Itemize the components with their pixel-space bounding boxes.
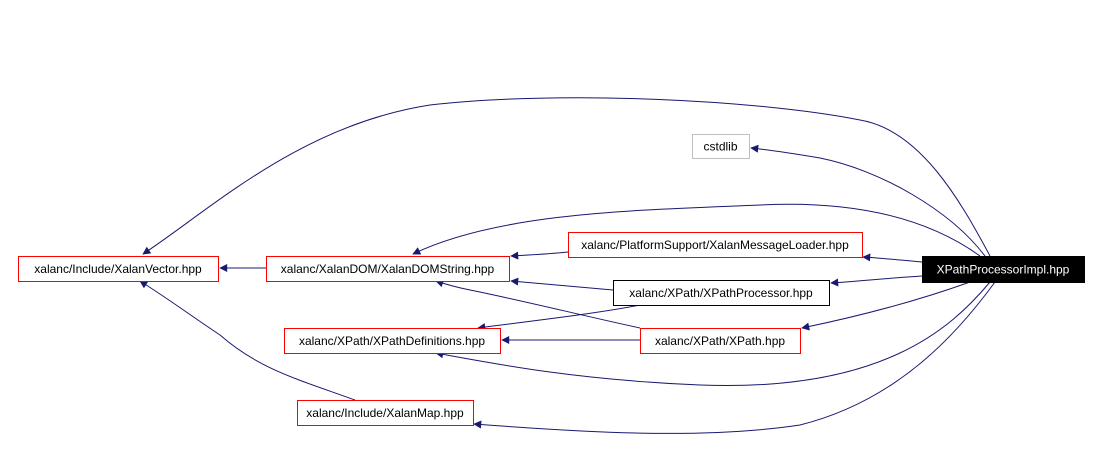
node-xalanmap[interactable]: xalanc/Include/XalanMap.hpp — [297, 400, 474, 426]
node-box — [284, 328, 501, 354]
node-label: xalanc/XPath/XPathDefinitions.hpp — [299, 334, 485, 348]
edge-msgloader-to-domstring — [510, 251, 569, 260]
node-label: cstdlib — [703, 140, 737, 154]
node-xpath[interactable]: xalanc/XPath/XPath.hpp — [640, 328, 801, 354]
node-box — [18, 256, 219, 282]
node-box — [266, 256, 510, 282]
node-xpathdefs[interactable]: xalanc/XPath/XPathDefinitions.hpp — [284, 328, 501, 354]
nodes-layer: XPathProcessorImpl.hpp cstdlib xalanc/Incl… — [18, 134, 1085, 426]
edge-xpathproc-to-domstring — [510, 277, 614, 291]
node-box — [568, 232, 863, 258]
edge-impl-to-xpathproc — [830, 275, 923, 287]
node-box — [297, 400, 474, 426]
edge-impl-to-xpath — [801, 281, 971, 331]
node-box — [640, 328, 801, 354]
edges-layer — [139, 97, 996, 434]
edge-impl-to-cstdlib — [750, 144, 986, 257]
node-box — [613, 280, 830, 306]
node-vector[interactable]: xalanc/Include/XalanVector.hpp — [18, 256, 219, 282]
node-xpathproc[interactable]: xalanc/XPath/XPathProcessor.hpp — [613, 280, 830, 306]
node-impl: XPathProcessorImpl.hpp — [922, 256, 1085, 283]
node-cstdlib[interactable]: cstdlib — [692, 134, 750, 159]
edge-impl-to-msgloader — [862, 253, 923, 263]
node-label: xalanc/XPath/XPath.hpp — [655, 334, 785, 348]
edge-xalanmap-to-vector — [139, 280, 356, 401]
edge-xpath-to-domstring — [435, 279, 641, 329]
node-label: xalanc/XalanDOM/XalanDOMString.hpp — [281, 262, 495, 276]
node-domstring[interactable]: xalanc/XalanDOM/XalanDOMString.hpp — [266, 256, 510, 282]
node-label: xalanc/PlatformSupport/XalanMessageLoade… — [581, 238, 849, 252]
node-msgloader[interactable]: xalanc/PlatformSupport/XalanMessageLoade… — [568, 232, 863, 258]
edge-impl-to-xalanmap — [473, 281, 996, 434]
edge-impl-to-xpathdefs — [435, 281, 991, 387]
node-box — [922, 256, 1085, 283]
node-label: xalanc/Include/XalanVector.hpp — [34, 262, 202, 276]
node-box — [692, 134, 750, 159]
edge-impl-to-vector — [142, 97, 991, 257]
node-label: XPathProcessorImpl.hpp — [937, 263, 1070, 277]
edge-xpathproc-to-xpathdefs — [477, 304, 641, 332]
node-label: xalanc/XPath/XPathProcessor.hpp — [629, 286, 813, 300]
node-label: xalanc/Include/XalanMap.hpp — [306, 406, 464, 420]
edge-impl-to-domstring — [412, 203, 981, 257]
